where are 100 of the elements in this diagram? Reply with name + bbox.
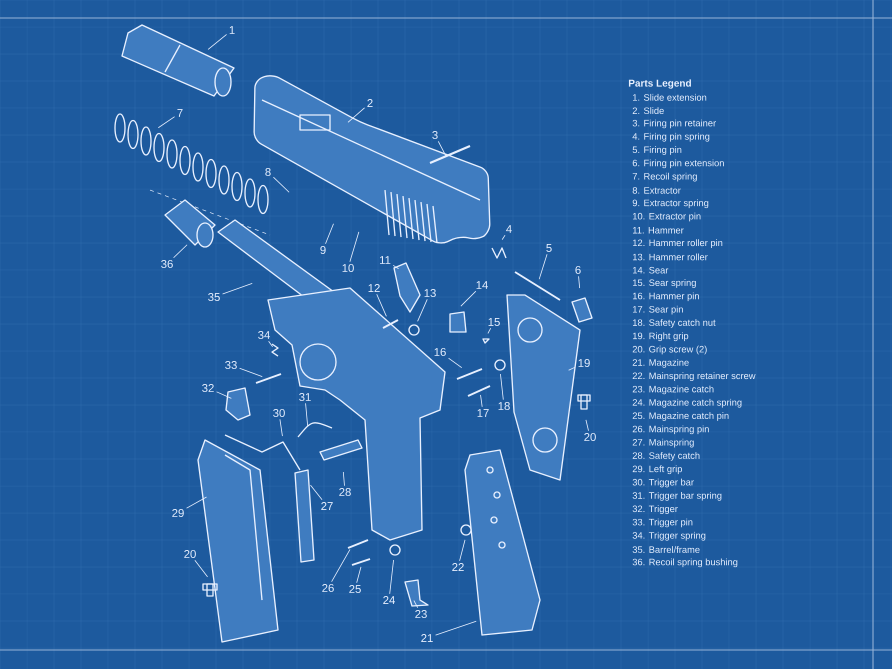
leader-line [460,290,476,307]
callout-number: 33 [225,361,237,370]
legend-item: 18. Safety catch nut [632,319,716,328]
legend-item: 33. Trigger pin [632,518,692,528]
legend-item: 16. Hammer pin [632,292,699,302]
callout-number: 29 [172,509,184,518]
legend-item: 25. Magazine catch pin [632,412,728,421]
leader-line [459,539,466,562]
leader-line [208,34,227,50]
callout-number: 18 [498,402,510,410]
leader-line [194,560,208,578]
callout-number: 23 [415,610,427,618]
legend-item: 3. Firing pin retainer [632,120,716,128]
callout-number: 20 [184,550,196,558]
callout-number: 6 [575,266,581,274]
callout-number: 20 [584,433,596,442]
legend-item: 34. Trigger spring [632,532,706,541]
callout-number: 21 [421,634,433,642]
legend-item: 7. Recoil spring [632,172,697,182]
leader-line [435,620,477,636]
leader-line [586,420,589,432]
leader-line [500,374,504,400]
leader-line [568,366,576,371]
legend-item: 2. Slide [632,107,664,114]
leader-line [356,566,362,584]
legend-item: 20. Grip screw (2) [632,346,707,354]
legend-item: 12. Hammer roller pin [632,239,722,248]
callout-number: 13 [424,289,436,298]
legend-item: 14. Sear [632,266,668,274]
leader-line [392,264,400,270]
legend-item: 8. Extractor [632,187,681,194]
callout-number: 12 [368,284,380,292]
callout-number: 7 [177,109,183,117]
legend-item: 15. Sear spring [632,279,696,288]
legend-item: 13. Hammer roller [632,254,708,260]
leader-line [448,358,462,368]
legend-item: 1. Slide extension [632,94,706,101]
legend-item: 28. Safety catch [632,452,700,461]
callout-number: 9 [320,246,326,254]
leader-line [538,254,548,280]
leader-line [222,282,253,294]
leader-line [417,298,428,322]
legend-item: 6. Firing pin extension [632,159,724,168]
callout-number: 26 [322,584,334,592]
callout-number: 30 [273,409,285,418]
legend-item: 35. Barrel/frame [632,546,700,553]
callout-number: 22 [452,563,464,571]
legend-item: 4. Firing pin spring [632,132,710,142]
legend-item: 23. Magazine catch [632,386,714,394]
callout-number: 31 [299,393,311,402]
leader-line [342,472,345,486]
leader-line [438,140,447,157]
callout-number: 19 [578,359,590,368]
legend-item: 30. Trigger bar [632,478,694,488]
callout-number: 4 [506,225,512,233]
legend-item: 10. Extractor pin [632,212,700,222]
leader-line [349,231,360,262]
leader-line [389,560,394,594]
leader-line [305,402,308,426]
callout-number: 34 [258,331,270,340]
legend-item: 9. Extractor spring [632,199,708,208]
leader-line [376,294,387,317]
leader-line [186,496,207,509]
callout-number: 11 [380,256,390,264]
legend-item: 21. Magazine [632,358,689,368]
leader-line [310,484,322,500]
callout-number: 10 [342,264,354,272]
legend-item: 36. Recoil spring bushing [632,558,738,568]
callout-number: 2 [367,99,373,107]
leader-line [280,418,283,436]
leader-line [239,368,263,378]
leader-line [480,394,483,408]
leader-line [158,116,175,128]
callout-number: 25 [349,585,361,594]
callout-number: 14 [476,281,488,289]
callout-number: 27 [321,502,333,510]
callout-number: 32 [202,384,214,392]
legend-item: 26. Mainspring pin [632,425,709,434]
leader-line [331,549,350,582]
callout-number: 28 [339,488,351,496]
leader-line [578,276,580,288]
callout-number: 15 [488,318,500,326]
leader-line [216,391,232,399]
callout-number: 36 [161,260,173,268]
callout-number: 35 [208,293,220,302]
legend-item: 11. Hammer [632,227,684,234]
leader-line [268,340,274,348]
legend-item: 31. Trigger bar spring [632,492,722,501]
leader-line [273,176,290,193]
legend-heading: Parts Legend [628,79,691,89]
legend-item: 29. Left grip [632,465,682,474]
leader-line [348,107,365,123]
callout-number: 16 [434,348,446,356]
callout-number: 3 [432,131,438,140]
leader-line [502,234,506,240]
leader-line [173,244,188,258]
legend-item: 24. Magazine catch spring [632,398,742,408]
callout-number: 24 [383,596,395,604]
callout-number: 1 [230,26,235,34]
callout-number: 17 [478,409,489,417]
